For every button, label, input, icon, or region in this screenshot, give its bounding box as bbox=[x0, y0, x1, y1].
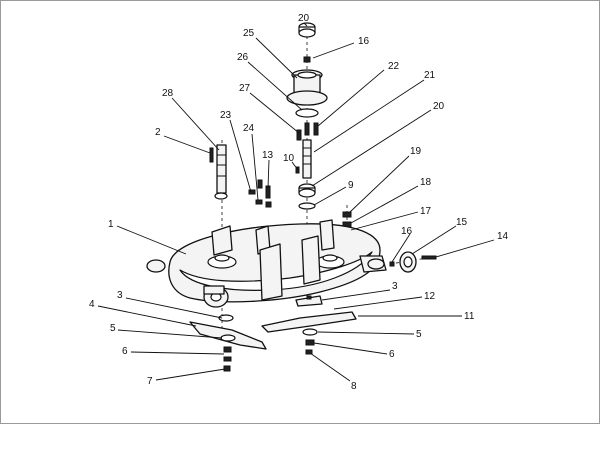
callout-18: 18 bbox=[420, 177, 432, 188]
callout-27: 27 bbox=[239, 83, 251, 94]
callout-26: 26 bbox=[237, 52, 249, 63]
callout-22: 22 bbox=[388, 61, 400, 72]
left-blade-part bbox=[189, 314, 267, 372]
callout-20: 20 bbox=[433, 101, 445, 112]
callout-4: 4 bbox=[89, 299, 95, 310]
callout-17: 17 bbox=[420, 206, 432, 217]
callout-8: 8 bbox=[351, 381, 357, 392]
left-shaft-part bbox=[214, 144, 228, 200]
callout-9: 9 bbox=[348, 180, 354, 191]
key-part bbox=[209, 147, 214, 163]
callout-11: 11 bbox=[464, 311, 475, 322]
callout-12: 12 bbox=[424, 291, 436, 302]
callout-15: 15 bbox=[456, 217, 468, 228]
callout-24: 24 bbox=[243, 123, 255, 134]
gauge-wheel-assembly bbox=[389, 251, 441, 273]
callout-3: 3 bbox=[117, 290, 123, 301]
nut-part bbox=[303, 56, 311, 63]
front-wheel-part bbox=[203, 285, 229, 308]
callout-14: 14 bbox=[497, 231, 509, 242]
callout-5: 5 bbox=[110, 323, 116, 334]
callout-23: 23 bbox=[220, 110, 232, 121]
spindle-housing-part bbox=[286, 69, 328, 106]
callout-25: 25 bbox=[243, 28, 255, 39]
callout-21: 21 bbox=[424, 70, 436, 81]
callout-20: 20 bbox=[298, 13, 310, 24]
callout-28: 28 bbox=[162, 88, 174, 99]
callout-5: 5 bbox=[416, 329, 422, 340]
mower-deck-part bbox=[146, 219, 387, 308]
callout-6: 6 bbox=[389, 349, 395, 360]
seal-ring-part bbox=[295, 108, 319, 118]
center-spindle-stack bbox=[286, 22, 328, 300]
callout-19: 19 bbox=[410, 146, 422, 157]
callout-10: 10 bbox=[283, 153, 295, 164]
callout-7: 7 bbox=[147, 376, 153, 387]
diagram-frame bbox=[0, 0, 600, 424]
spindle-shaft-part bbox=[302, 139, 312, 179]
leader-lines bbox=[97, 22, 495, 382]
callout-2: 2 bbox=[155, 127, 161, 138]
callout-16: 16 bbox=[358, 36, 370, 47]
callout-13: 13 bbox=[262, 150, 274, 161]
callout-3: 3 bbox=[392, 281, 398, 292]
right-blade-part bbox=[261, 295, 357, 355]
washer-part bbox=[298, 202, 316, 210]
callout-numbers: 20 16 25 26 22 21 28 27 20 2 23 24 13 10… bbox=[89, 13, 509, 392]
callout-6: 6 bbox=[122, 346, 128, 357]
callout-16: 16 bbox=[401, 226, 413, 237]
callout-1: 1 bbox=[108, 219, 114, 230]
